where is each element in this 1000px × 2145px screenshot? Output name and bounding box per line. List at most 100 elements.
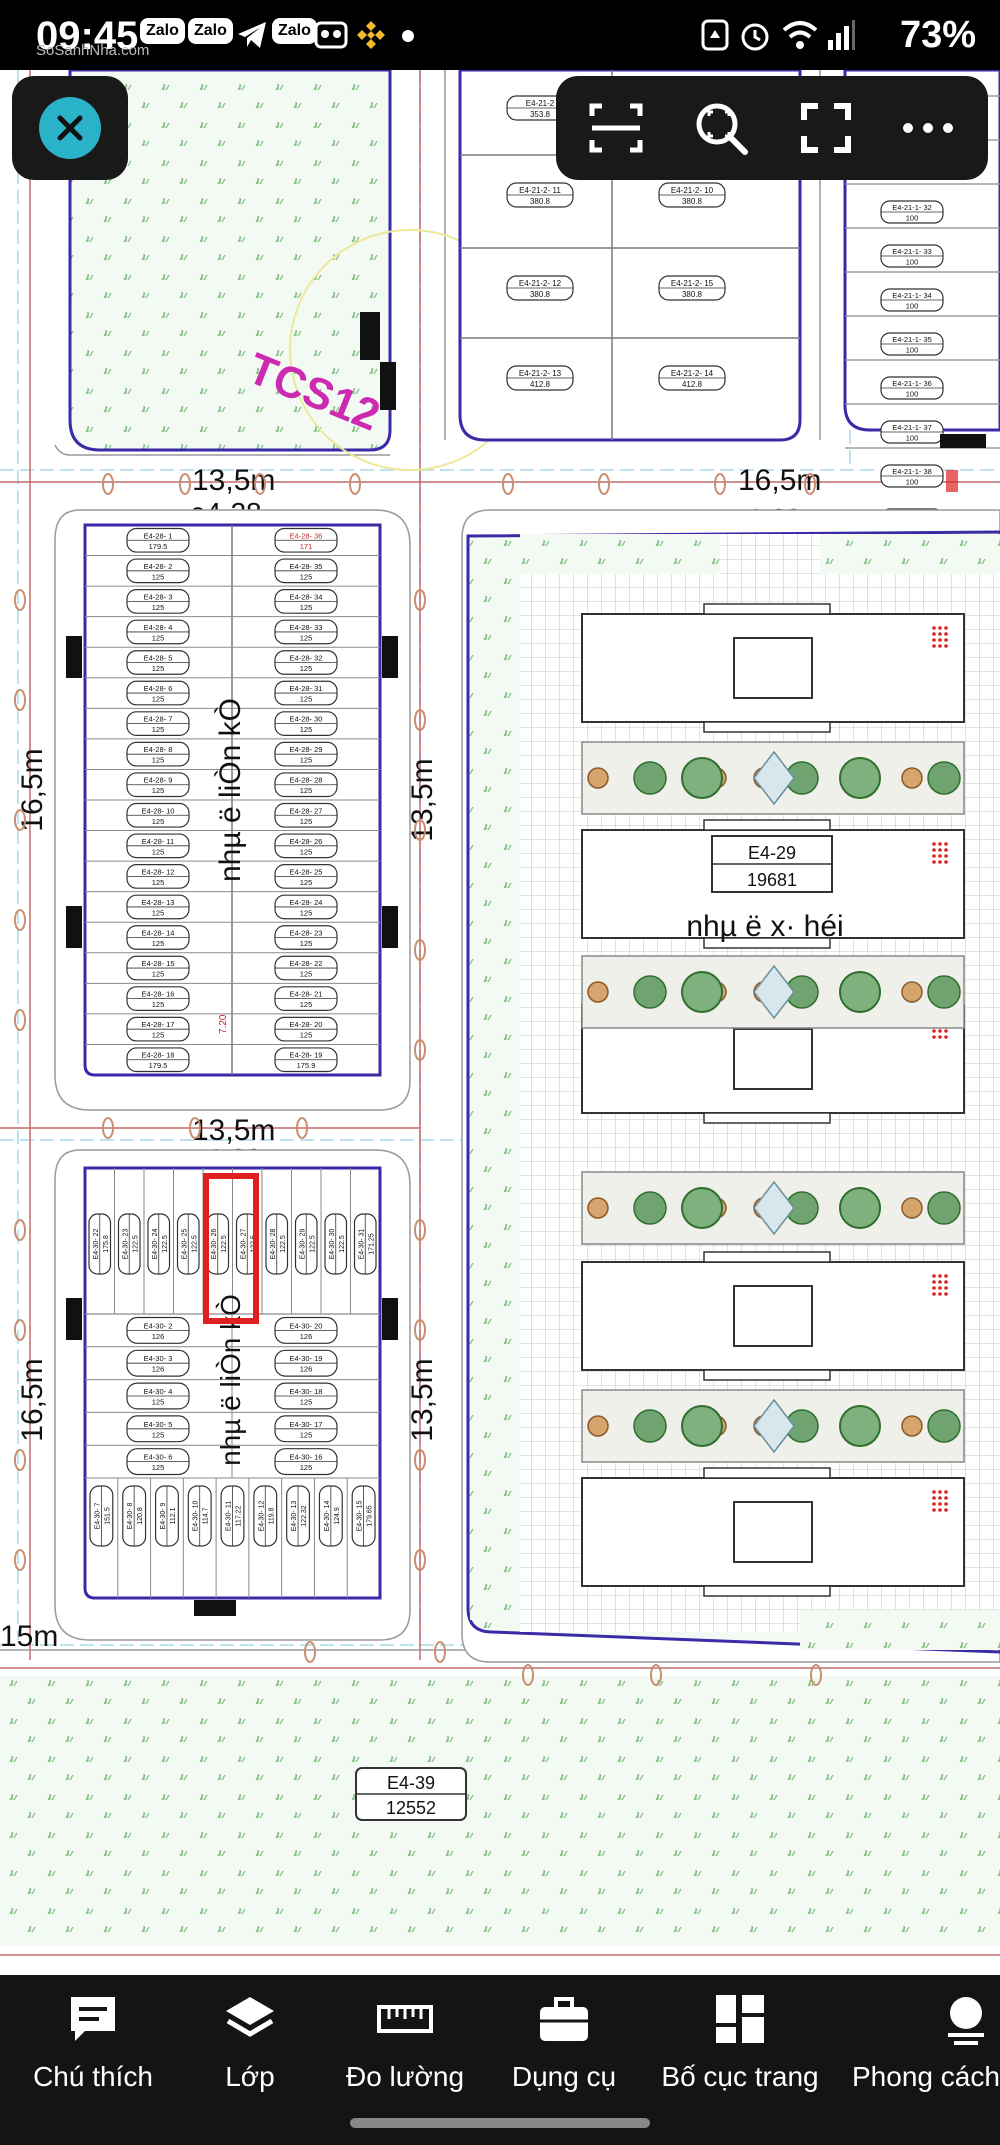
home-indicator[interactable] — [350, 2118, 650, 2128]
svg-text:E4-28- 26: E4-28- 26 — [290, 837, 323, 846]
svg-text:E4-28- 15: E4-28- 15 — [142, 959, 175, 968]
nav-annotation[interactable]: Chú thích — [18, 1985, 168, 2095]
dim-16-5m-top: 16,5m — [738, 464, 821, 497]
nav-tools[interactable]: Dụng cụ — [494, 1985, 634, 2095]
close-button[interactable] — [12, 76, 128, 180]
fullscreen-icon[interactable] — [786, 88, 866, 168]
highlighted-lot-marker[interactable] — [203, 1173, 259, 1324]
nav-measure[interactable]: Đo lường — [330, 1985, 480, 2095]
svg-text:125: 125 — [300, 695, 313, 704]
scan-icon[interactable] — [576, 88, 656, 168]
svg-text:112.1: 112.1 — [170, 1507, 177, 1524]
search-zoom-icon[interactable] — [681, 88, 761, 168]
nav-page-layout[interactable]: Bố cục trang — [650, 1985, 830, 2095]
nav-layers-label: Lớp — [225, 2061, 275, 2092]
nav-style[interactable]: Phong cách — [848, 1985, 1000, 2095]
svg-text:125: 125 — [300, 572, 313, 581]
svg-text:125: 125 — [152, 817, 165, 826]
nav-layers[interactable]: Lớp — [190, 1985, 310, 2095]
svg-text:125: 125 — [300, 1463, 313, 1472]
more-icon[interactable] — [888, 88, 968, 168]
